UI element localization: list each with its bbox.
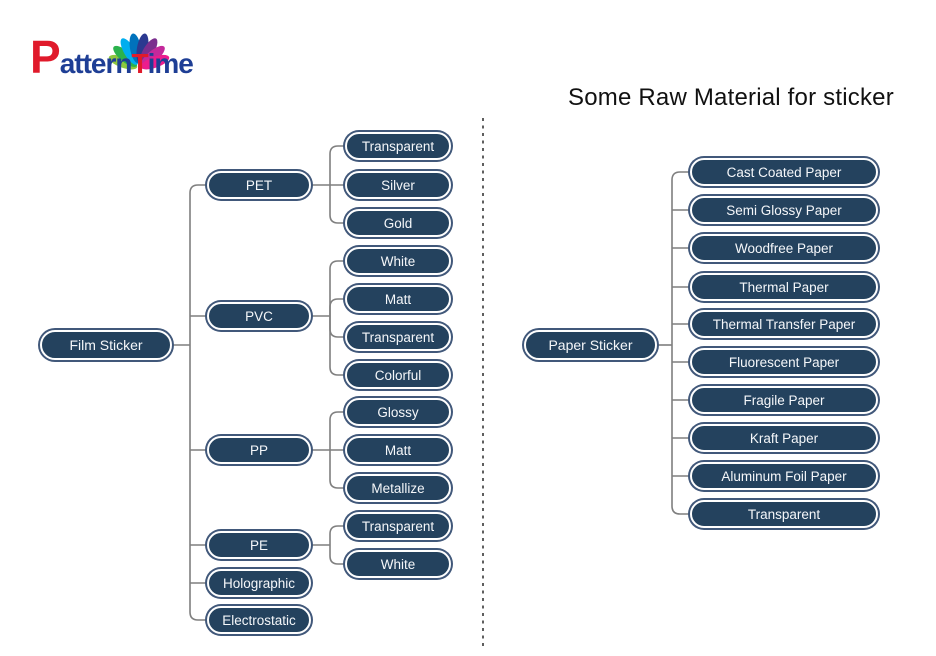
node-pp-matt: Matt bbox=[345, 436, 451, 464]
node-film-sticker: Film Sticker bbox=[40, 330, 172, 360]
node-fluorescent-paper: Fluorescent Paper bbox=[690, 348, 878, 376]
node-pp: PP bbox=[207, 436, 311, 464]
node-pvc-colorful: Colorful bbox=[345, 361, 451, 389]
node-paper-transparent: Transparent bbox=[690, 500, 878, 528]
node-paper-sticker: Paper Sticker bbox=[524, 330, 657, 360]
logo-letter-p: P bbox=[30, 31, 61, 83]
node-pvc: PVC bbox=[207, 302, 311, 330]
paper-trunk-down bbox=[671, 345, 690, 515]
node-pet-transparent: Transparent bbox=[345, 132, 451, 160]
node-woodfree-paper: Woodfree Paper bbox=[690, 234, 878, 262]
node-aluminum-foil-paper: Aluminum Foil Paper bbox=[690, 462, 878, 490]
node-pet-silver: Silver bbox=[345, 171, 451, 199]
node-cast-coated-paper: Cast Coated Paper bbox=[690, 158, 878, 186]
logo-attern: attern bbox=[59, 48, 133, 79]
logo-ime: ime bbox=[147, 48, 194, 79]
paper-trunk-up bbox=[671, 171, 690, 345]
node-pvc-matt: Matt bbox=[345, 285, 451, 313]
node-electrostatic: Electrostatic bbox=[207, 606, 311, 634]
node-pp-glossy: Glossy bbox=[345, 398, 451, 426]
node-thermal-transfer-paper: Thermal Transfer Paper bbox=[690, 310, 878, 338]
node-semi-glossy-paper: Semi Glossy Paper bbox=[690, 196, 878, 224]
node-pvc-white: White bbox=[345, 247, 451, 275]
node-pet: PET bbox=[207, 171, 311, 199]
node-pe-transparent: Transparent bbox=[345, 512, 451, 540]
node-holographic: Holographic bbox=[207, 569, 311, 597]
node-kraft-paper: Kraft Paper bbox=[690, 424, 878, 452]
node-pet-gold: Gold bbox=[345, 209, 451, 237]
node-pvc-transparent: Transparent bbox=[345, 323, 451, 351]
page-title: Some Raw Material for sticker bbox=[568, 84, 894, 111]
logo-fan-icon bbox=[108, 33, 170, 70]
node-fragile-paper: Fragile Paper bbox=[690, 386, 878, 414]
logo-letter-t: T bbox=[131, 48, 148, 79]
node-pe-white: White bbox=[345, 550, 451, 578]
node-thermal-paper: Thermal Paper bbox=[690, 273, 878, 301]
node-pe: PE bbox=[207, 531, 311, 559]
film-trunk-down bbox=[189, 345, 207, 621]
node-pp-metallize: Metallize bbox=[345, 474, 451, 502]
film-trunk-up bbox=[189, 184, 207, 345]
